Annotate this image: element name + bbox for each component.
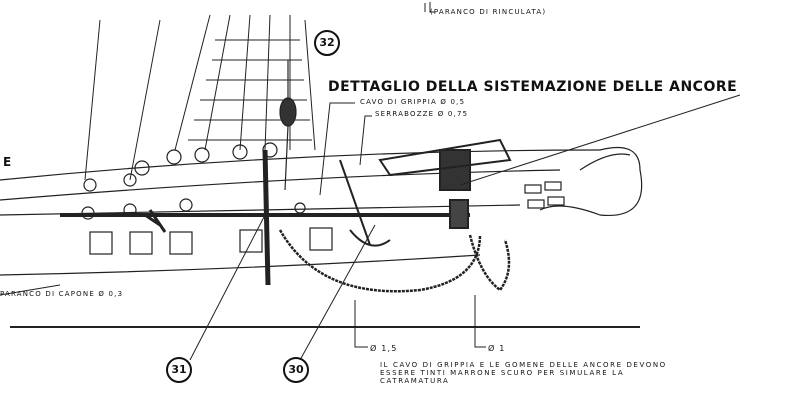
callout-32: 32 [314,30,340,56]
serrabozze-label: SERRABOZZE Ø 0,75 [375,110,469,118]
deadeyes [81,142,306,220]
paranco-capone-label: PARANCO DI CAPONE Ø 0,3 [0,290,124,298]
note-line: ESSERE TINTI MARRONE SCURO PER SIMULARE … [380,369,625,377]
hull [0,146,643,328]
paranco-rinculata-label: (PARANCO DI RINCULATA) [430,8,547,16]
note-line: CATRAMATURA [380,377,450,385]
anchor [144,138,512,286]
left-letter: E [3,155,12,169]
leader-lines [0,2,741,361]
shrouds [84,14,316,181]
diagram-title: DETTAGLIO DELLA SISTEMAZIONE DELLE ANCOR… [328,79,738,95]
painting-note: IL CAVO DI GRIPPIA E LE GOMENE DELLE ANC… [380,361,667,385]
callout-31: 31 [166,357,192,383]
cavo-grippia-label: CAVO DI GRIPPIA Ø 0,5 [360,98,466,106]
anchor-cables [278,229,511,293]
diameter-1-5-label: Ø 1,5 [370,344,398,353]
callout-30: 30 [283,357,309,383]
block-32 [279,60,297,191]
note-line: IL CAVO DI GRIPPIA E LE GOMENE DELLE ANC… [380,361,667,369]
gun-ports [89,181,565,255]
diameter-1-label: Ø 1 [488,344,506,353]
